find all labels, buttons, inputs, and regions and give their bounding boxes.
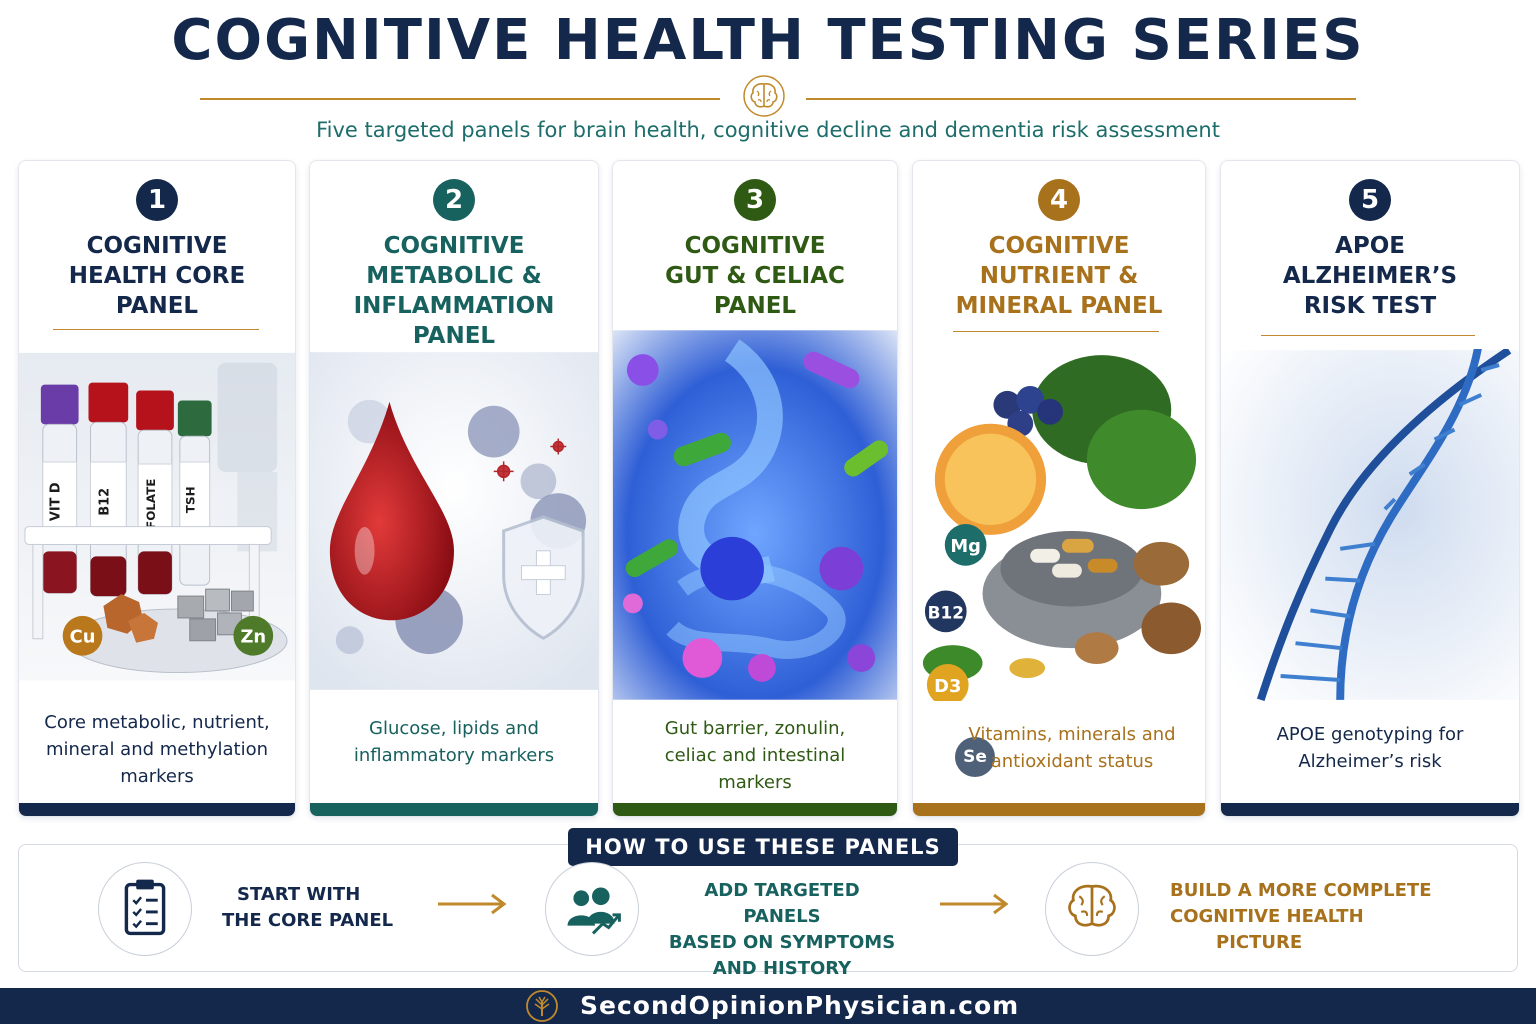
panel-title-line: APOE xyxy=(1335,233,1405,259)
card-color-bar xyxy=(19,803,295,816)
panel-description: Core metabolic, nutrient, mineral and me… xyxy=(44,712,270,787)
title-underline xyxy=(1261,335,1475,336)
tree-logo-icon xyxy=(525,989,559,1023)
title-divider-left xyxy=(200,98,720,100)
tube-label: B12 xyxy=(97,488,112,516)
panel-title-line: HEALTH CORE xyxy=(68,263,246,289)
blood-drop-shield-image xyxy=(310,351,598,691)
gut-microbiome-image xyxy=(613,329,897,701)
panel-title-line: NUTRIENT & xyxy=(979,263,1139,289)
blood-tubes-image: VIT D B12 FOLATE TSH Cu Zn xyxy=(19,351,295,816)
panel-title-line: PANEL xyxy=(115,293,199,319)
card-color-bar xyxy=(1221,803,1519,816)
tube-label: TSH xyxy=(184,486,198,513)
title-underline xyxy=(53,329,259,330)
panel-title: COGNITIVE GUT & CELIAC PANEL xyxy=(623,231,887,321)
step-build-picture: BUILD A MORE COMPLETE COGNITIVE HEALTH P… xyxy=(1170,880,1432,953)
panel-number-badge: 3 xyxy=(734,179,776,221)
panel-description: Glucose, lipids and inflammatory markers xyxy=(353,718,555,766)
card-color-bar xyxy=(913,803,1205,816)
panel-card-core[interactable]: 1 COGNITIVE HEALTH CORE PANEL xyxy=(18,160,296,817)
panel-card-gut[interactable]: 3 COGNITIVE GUT & CELIAC PANEL xyxy=(612,160,898,817)
panel-number-badge: 4 xyxy=(1038,179,1080,221)
page-subtitle: Five targeted panels for brain health, c… xyxy=(316,118,1220,142)
nutrients-food-image: Mg B12 D3 xyxy=(913,349,1205,701)
footer-website-link[interactable]: SecondOpinionPhysician.com xyxy=(580,991,1020,1020)
selenium-badge: Se xyxy=(955,737,995,777)
tube-label: VIT D xyxy=(49,482,64,521)
panel-number-badge: 1 xyxy=(136,179,178,221)
panel-card-apoe[interactable]: 5 APOE ALZHEIMER’S RISK TEST xyxy=(1220,160,1520,817)
brain-icon xyxy=(742,74,786,118)
b12-badge: B12 xyxy=(928,602,964,622)
brain-icon xyxy=(1045,862,1139,956)
step-start-core: START WITH THE CORE PANEL xyxy=(222,884,394,931)
panel-card-nutrient[interactable]: 4 COGNITIVE NUTRIENT & MINERAL PANEL xyxy=(912,160,1206,817)
panel-description: Gut barrier, zonulin, celiac and intesti… xyxy=(664,718,846,793)
footer-bar xyxy=(0,988,1536,1024)
panel-title-line: MINERAL PANEL xyxy=(955,293,1163,319)
panel-title-line: GUT & CELIAC xyxy=(665,263,845,289)
d3-badge: D3 xyxy=(934,676,961,697)
how-to-use-label: HOW TO USE THESE PANELS xyxy=(568,828,958,866)
panel-title-line: PANEL xyxy=(412,323,496,349)
arrow-right-icon xyxy=(938,890,1010,918)
people-growth-icon xyxy=(545,862,639,956)
panel-description: APOE genotyping for Alzheimer’s risk xyxy=(1276,724,1464,772)
copper-badge: Cu xyxy=(70,627,96,648)
panel-title-line: COGNITIVE xyxy=(86,233,228,259)
panel-title-line: ALZHEIMER’S xyxy=(1282,263,1458,289)
panel-title-line: COGNITIVE xyxy=(383,233,525,259)
panel-number-badge: 2 xyxy=(433,179,475,221)
title-underline xyxy=(953,331,1159,332)
panel-title: COGNITIVE METABOLIC & INFLAMMATION PANEL xyxy=(320,231,588,351)
clipboard-checklist-icon xyxy=(98,862,192,956)
panel-title-line: METABOLIC & xyxy=(366,263,542,289)
title-divider-right xyxy=(806,98,1356,100)
panel-card-metabolic[interactable]: 2 COGNITIVE METABOLIC & INFLAMMATION PAN… xyxy=(309,160,599,817)
panel-title: COGNITIVE NUTRIENT & MINERAL PANEL xyxy=(923,231,1195,321)
tube-label: FOLATE xyxy=(144,479,158,529)
panel-title-line: COGNITIVE xyxy=(988,233,1130,259)
arrow-right-icon xyxy=(436,890,508,918)
zinc-badge: Zn xyxy=(240,627,266,648)
step-add-targeted: ADD TARGETED PANELS BASED ON SYMPTOMS AN… xyxy=(668,880,896,979)
panel-title-line: INFLAMMATION xyxy=(353,293,555,319)
panel-title: APOE ALZHEIMER’S RISK TEST xyxy=(1231,231,1509,321)
panel-title: COGNITIVE HEALTH CORE PANEL xyxy=(29,231,285,321)
panel-description: Vitamins, minerals and antioxidant statu… xyxy=(968,724,1176,772)
page-title: COGNITIVE HEALTH TESTING SERIES xyxy=(171,8,1365,73)
card-color-bar xyxy=(613,803,897,816)
card-color-bar xyxy=(310,803,598,816)
dna-helix-image xyxy=(1221,349,1519,701)
panel-title-line: COGNITIVE xyxy=(684,233,826,259)
panel-number-badge: 5 xyxy=(1349,179,1391,221)
magnesium-badge: Mg xyxy=(950,536,981,557)
panel-title-line: RISK TEST xyxy=(1303,293,1437,319)
panel-title-line: PANEL xyxy=(713,293,797,319)
